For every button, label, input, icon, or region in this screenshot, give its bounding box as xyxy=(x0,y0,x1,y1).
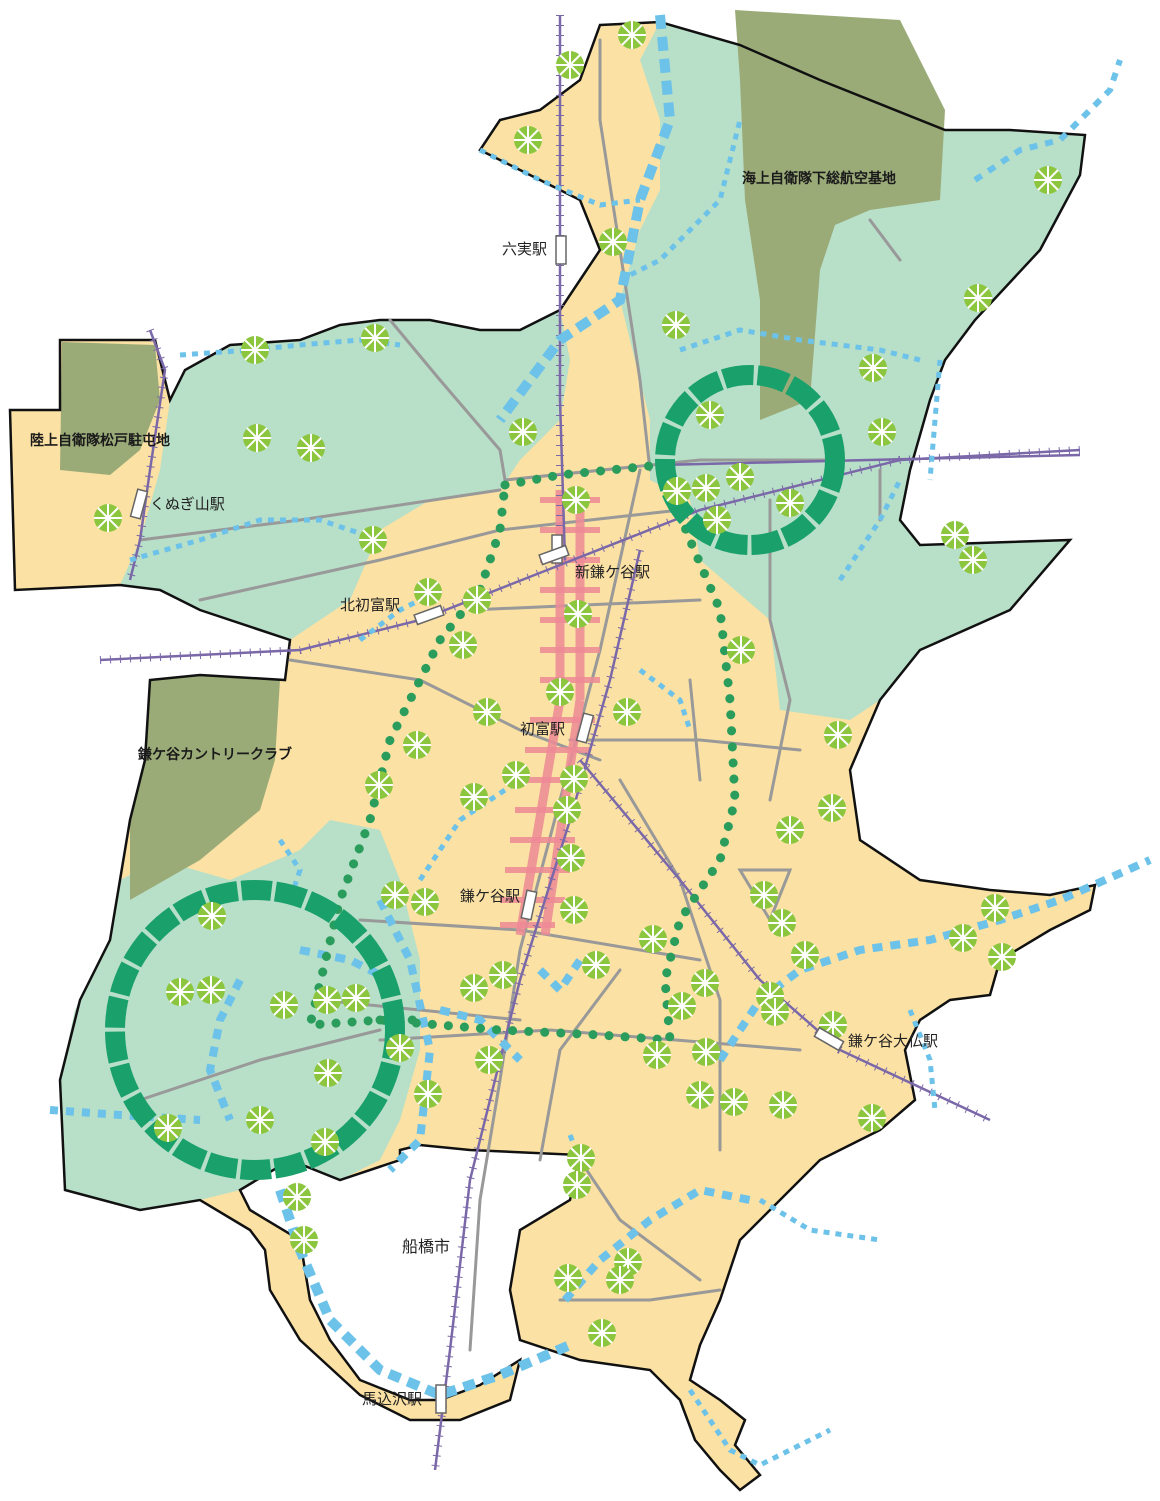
station-label-shin-kamagaya: 新鎌ケ谷駅 xyxy=(575,563,651,581)
funabashi-label: 船橋市 xyxy=(402,1237,451,1256)
facility-zones xyxy=(60,10,945,900)
green-rings xyxy=(105,365,845,1180)
country-club-label: 鎌ケ谷カントリークラブ xyxy=(138,747,292,763)
station-label-kamagaya-daibutsu: 鎌ケ谷大仏駅 xyxy=(848,1032,939,1050)
station-label-hatsutomi: 初富駅 xyxy=(520,720,566,738)
army-camp-label: 陸上自衛隊松戸駐屯地 xyxy=(30,433,170,449)
navy-base-label: 海上自衛隊下総航空基地 xyxy=(742,171,896,187)
station-label-magomezawa: 馬込沢駅 xyxy=(362,1390,423,1408)
station-label-mutsumi: 六実駅 xyxy=(502,240,548,258)
rail-ticks xyxy=(99,15,1081,1471)
station-label-kunugiyama: くぬぎ山駅 xyxy=(150,495,225,513)
station-label-kamagaya: 鎌ケ谷駅 xyxy=(460,887,521,905)
station-label-kita-hatsutomi: 北初富駅 xyxy=(340,596,401,614)
city-boundary xyxy=(8,20,1097,1492)
